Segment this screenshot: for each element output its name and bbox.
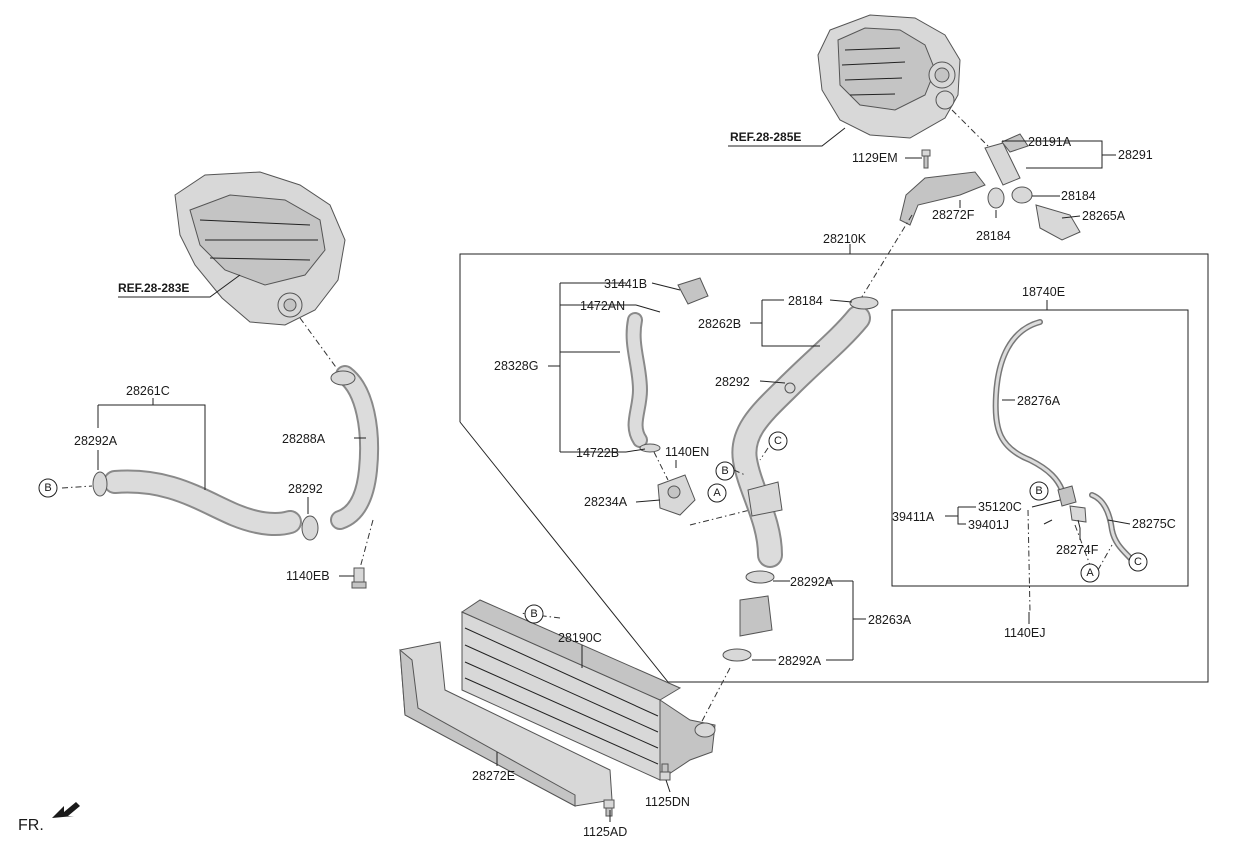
hose-28263a (739, 595, 773, 637)
clamp-28292-left (301, 515, 319, 541)
part-label-1140ej: 1140EJ (1004, 626, 1045, 640)
ref-label-283e: REF.28-283E (118, 281, 189, 295)
clamp-28184-top (987, 187, 1005, 209)
svg-text:C: C (774, 435, 782, 447)
part-label-1140eb: 1140EB (286, 569, 330, 583)
part-label-28291: 28291 (1118, 148, 1153, 162)
part-label-28292-mid: 28292 (715, 375, 750, 389)
centerline-left-engine (299, 317, 339, 371)
bolt-1140eb (351, 567, 367, 589)
clamp-28292a-lower (722, 648, 752, 662)
valve-31441b (677, 277, 709, 305)
part-label-28263a: 28263A (868, 613, 912, 627)
engine-block-right (817, 14, 961, 139)
bolt-1125ad (603, 799, 615, 817)
bracket-28262b (747, 481, 783, 517)
part-label-28184-lower: 28184 (976, 229, 1011, 243)
part-label-1125dn: 1125DN (645, 795, 690, 809)
part-label-28288a: 28288A (282, 432, 326, 446)
clamp-28292a-left (92, 471, 108, 497)
bolt-1125dn (659, 763, 671, 781)
part-label-35120c: 35120C (978, 500, 1022, 514)
engine-block-left (174, 171, 346, 326)
part-label-39401j: 39401J (968, 518, 1009, 532)
part-label-28276a: 28276A (1017, 394, 1061, 408)
part-label-28292-left: 28292 (288, 482, 323, 496)
part-label-1140en: 1140EN (665, 445, 709, 459)
connector-b-right: B (1029, 481, 1049, 501)
bolt-1129em (921, 149, 931, 169)
connector-28274f (1069, 505, 1087, 523)
part-label-28262b: 28262B (698, 317, 741, 331)
connector-b-intercooler: B (524, 604, 544, 624)
part-label-14722b: 14722B (576, 446, 619, 460)
centerline-turbo-outlet (951, 109, 991, 149)
part-label-28292a-left: 28292A (74, 434, 118, 448)
connector-b-mid: B (715, 461, 735, 481)
svg-text:C: C (1134, 556, 1142, 568)
sensor-35120c (1057, 485, 1077, 507)
part-label-28328g: 28328G (494, 359, 538, 373)
svg-text:B: B (44, 482, 51, 494)
front-direction-label: FR. (18, 817, 44, 834)
assembly-boundary-18740e (891, 309, 1189, 587)
part-label-28191a: 28191A (1028, 135, 1072, 149)
hose-28291 (984, 133, 1081, 241)
part-label-28184-mid: 28184 (788, 294, 823, 308)
part-label-28292a-lower: 28292A (778, 654, 822, 668)
part-label-28274f: 28274F (1056, 543, 1099, 557)
connector-c-right: C (1128, 552, 1148, 572)
clamp-14722b (639, 443, 661, 453)
part-label-28265a: 28265A (1082, 209, 1126, 223)
front-arrow-icon (52, 802, 80, 818)
part-label-28292a-upper: 28292A (790, 575, 834, 589)
part-label-28234a: 28234A (584, 495, 628, 509)
clamp-28292a-upper (745, 570, 775, 584)
connector-b-left: B (38, 478, 58, 498)
assembly-boundary-28210k (459, 253, 1209, 683)
svg-text:B: B (530, 608, 537, 620)
part-label-28275c: 28275C (1132, 517, 1176, 531)
clamp-28184-mid (849, 296, 879, 310)
connector-a-mid: A (707, 483, 727, 503)
svg-text:B: B (1035, 485, 1042, 497)
part-label-39411a: 39411A (892, 510, 935, 524)
hose-28272f (899, 171, 986, 226)
ref-label-285e: REF.28-285E (730, 130, 801, 144)
part-label-18740e: 18740E (1022, 285, 1065, 299)
part-label-28190c: 28190C (558, 631, 602, 645)
centerline-upper-to-28262b (859, 214, 913, 301)
part-label-1472an: 1472AN (580, 299, 625, 313)
part-label-28272f: 28272F (932, 208, 975, 222)
part-label-28272e: 28272E (472, 769, 515, 783)
part-label-28210k: 28210K (823, 232, 867, 246)
intercooler-28190c (460, 599, 716, 781)
part-label-1125ad: 1125AD (583, 825, 627, 839)
part-label-28184-top: 28184 (1061, 189, 1096, 203)
part-label-31441b: 31441B (604, 277, 647, 291)
connector-c-mid: C (768, 431, 788, 451)
svg-text:B: B (721, 465, 728, 477)
clamp-28292-mid (784, 382, 796, 394)
leader-lines (97, 127, 1131, 822)
part-label-28261c: 28261C (126, 384, 170, 398)
connector-a-right: A (1080, 563, 1100, 583)
svg-text:A: A (1086, 567, 1094, 579)
svg-text:A: A (713, 487, 721, 499)
air-guard-28272e (399, 641, 613, 807)
part-label-1129em: 1129EM (852, 151, 898, 165)
